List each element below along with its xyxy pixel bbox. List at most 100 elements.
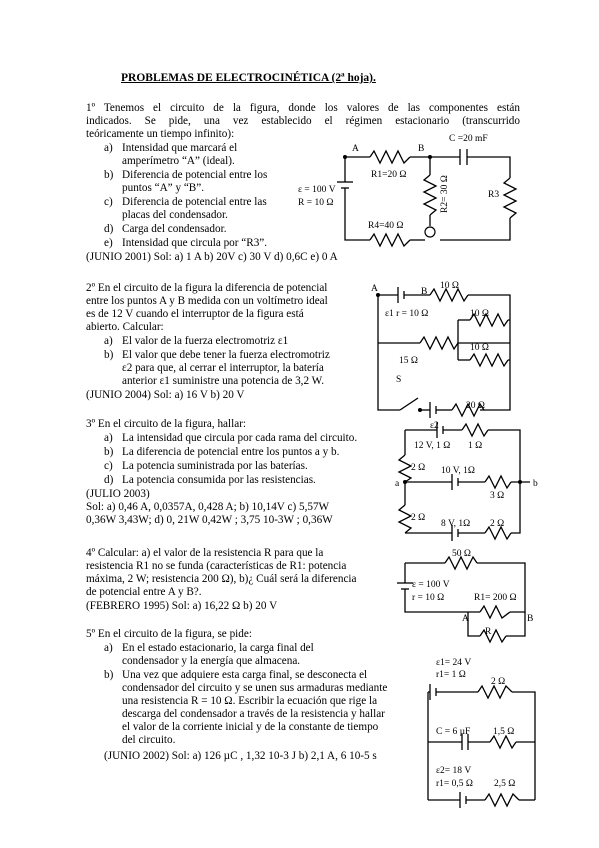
resistor-label: 1 Ω [468, 441, 483, 451]
list-marker: b) [104, 169, 114, 181]
solution: (JULIO 2003) [86, 488, 150, 500]
p4-line: resistencia R1 no se funda (característi… [86, 560, 347, 572]
list-item: ε2 para que, al cerrar el interruptor, l… [122, 362, 324, 374]
solution: Sol: a) 0,46 A, 0,0357A, 0,428 A; b) 10,… [86, 501, 330, 513]
list-marker: b) [104, 446, 114, 458]
list-marker: a) [104, 432, 113, 444]
page-title: PROBLEMAS DE ELECTROCINÉTICA (2ª hoja). [121, 72, 376, 84]
battery-label: ε = 100 V [298, 185, 336, 195]
battery-label: ε = 100 V [412, 580, 450, 590]
solution: (FEBRERO 1995) Sol: a) 16,22 Ω b) 20 V [86, 600, 278, 612]
list-item: La potencia suministrada por las batería… [122, 460, 308, 472]
list-item: En el estado estacionario, la carga fina… [122, 642, 314, 654]
battery-label: ε1 r = 10 Ω [385, 309, 429, 319]
list-item: del circuito. [122, 734, 176, 746]
node-label-b: B [527, 614, 534, 624]
resistor-label: 20 Ω [466, 401, 485, 411]
p4-line: máxima, 2 W; resistencia 200 Ω), b)¿ Cuá… [86, 573, 357, 585]
node-label-a: A [371, 284, 378, 294]
list-item: El valor que debe tener la fuerza electr… [122, 349, 330, 361]
resistor-label: R [485, 627, 492, 637]
resistor-label: 3 Ω [490, 491, 505, 501]
list-marker: c) [104, 460, 113, 472]
list-marker: c) [104, 196, 113, 208]
list-item: condensador y la energía que almacena. [122, 655, 301, 667]
list-marker: a) [104, 642, 113, 654]
list-marker: e) [104, 237, 113, 249]
node-label-b: b [533, 479, 538, 489]
resistor-label: 2,5 Ω [494, 779, 516, 789]
node-label-a: A [462, 614, 469, 624]
resistor-label: 10 Ω [440, 281, 459, 291]
capacitor-label: C =20 mF [449, 134, 488, 144]
list-item: puntos “A” y “B”. [122, 182, 205, 194]
solution: (JUNIO 2004) Sol: a) 16 V b) 20 V [86, 389, 245, 401]
resistance-label: r1= 1 Ω [436, 670, 466, 680]
list-item: condensador del circuito y se unen sus a… [122, 682, 388, 694]
list-item: Diferencia de potencial entre los [122, 169, 268, 181]
list-marker: a) [104, 335, 113, 347]
list-item: El valor de la fuerza electromotriz ε1 [122, 335, 289, 347]
list-item: Intensidad que marcará el [122, 142, 238, 154]
ammeter-icon [424, 226, 436, 238]
resistor-label: 2 Ω [490, 519, 505, 529]
battery-label: 8 V, 1Ω [441, 519, 471, 529]
list-item: placas del condensador. [122, 209, 228, 221]
p3-line: 3º En el circuito de la figura, hallar: [86, 418, 247, 430]
list-item: Carga del condensador. [122, 223, 227, 235]
p2-line: entre los puntos A y B medida con un vol… [86, 295, 328, 307]
p1-line: indicados. Se pide, una vez establecido … [86, 115, 520, 127]
node-label-a: A [352, 144, 359, 154]
list-item: el valor de la corriente inicial y de la… [122, 721, 379, 733]
p2-line: es de 12 V cuando el interruptor de la f… [86, 308, 304, 320]
list-item: La diferencia de potencial entre los pun… [122, 446, 340, 458]
list-item: amperímetro “A” (ideal). [122, 155, 235, 167]
list-item: descarga del condensador a través de la … [122, 708, 385, 720]
battery-label: 10 V, 1Ω [441, 466, 475, 476]
p5-line: 5º En el circuito de la figura, se pide: [86, 628, 252, 640]
p2-line: 2º En el circuito de la figura la difere… [86, 282, 328, 294]
resistor-label: 10 Ω [470, 343, 489, 353]
resistance-label: r = 10 Ω [412, 593, 445, 603]
list-item: Intensidad que circula por “R3”. [122, 237, 268, 249]
battery-label: ε2= 18 V [436, 766, 472, 776]
solution: 0,36W 3,43W; d) 0, 21W 0,42W ; 3,75 10-3… [86, 514, 333, 526]
switch-label: S [396, 375, 402, 385]
resistor-label: 1,5 Ω [493, 727, 515, 737]
resistor-label: 50 Ω [452, 549, 471, 559]
p1-line: 1º Tenemos el circuito de la figura, don… [86, 102, 520, 114]
p4-line: de potencial entre A y B?. [86, 586, 202, 598]
resistance-label: R = 10 Ω [298, 198, 334, 208]
solution: (JUNIO 2002) Sol: a) 126 µC , 1,32 10-3 … [104, 750, 377, 762]
capacitor-label: C = 6 µF [436, 727, 471, 737]
resistor-label: 10 Ω [470, 309, 489, 319]
battery-label: 12 V, 1 Ω [414, 441, 451, 451]
resistor-label: R3 [488, 190, 500, 200]
resistor-label: R1=20 Ω [371, 170, 407, 180]
list-marker: d) [104, 474, 114, 486]
list-item: La potencia consumida por las resistenci… [122, 474, 316, 486]
resistance-label: r1= 0,5 Ω [436, 779, 473, 789]
list-marker: d) [104, 223, 114, 235]
p1-line: teóricamente un tiempo infinito): [86, 128, 235, 140]
list-item: una resistencia R = 10 Ω. Escribir la ec… [122, 695, 378, 707]
list-item: anterior ε1 suministre una potencia de 3… [122, 375, 324, 387]
p4-line: 4º Calcular: a) el valor de la resistenc… [86, 547, 324, 559]
battery-label: ε1= 24 V [436, 658, 472, 668]
resistor-label: 2 Ω [491, 677, 506, 687]
node-label-b: B [418, 144, 425, 154]
list-marker: a) [104, 142, 113, 154]
list-item: Una vez que adquiere esta carga final, s… [122, 669, 368, 681]
resistor-label: 2 Ω [411, 463, 426, 473]
resistor-label: R4=40 Ω [368, 221, 404, 231]
solution: (JUNIO 2001) Sol: a) 1 A b) 20V c) 30 V … [86, 251, 338, 263]
list-item: La intensidad que circula por cada rama … [122, 432, 358, 444]
list-marker: b) [104, 669, 114, 681]
list-marker: b) [104, 349, 114, 361]
list-item: Diferencia de potencial entre las [122, 196, 267, 208]
resistor-label: 15 Ω [399, 356, 418, 366]
